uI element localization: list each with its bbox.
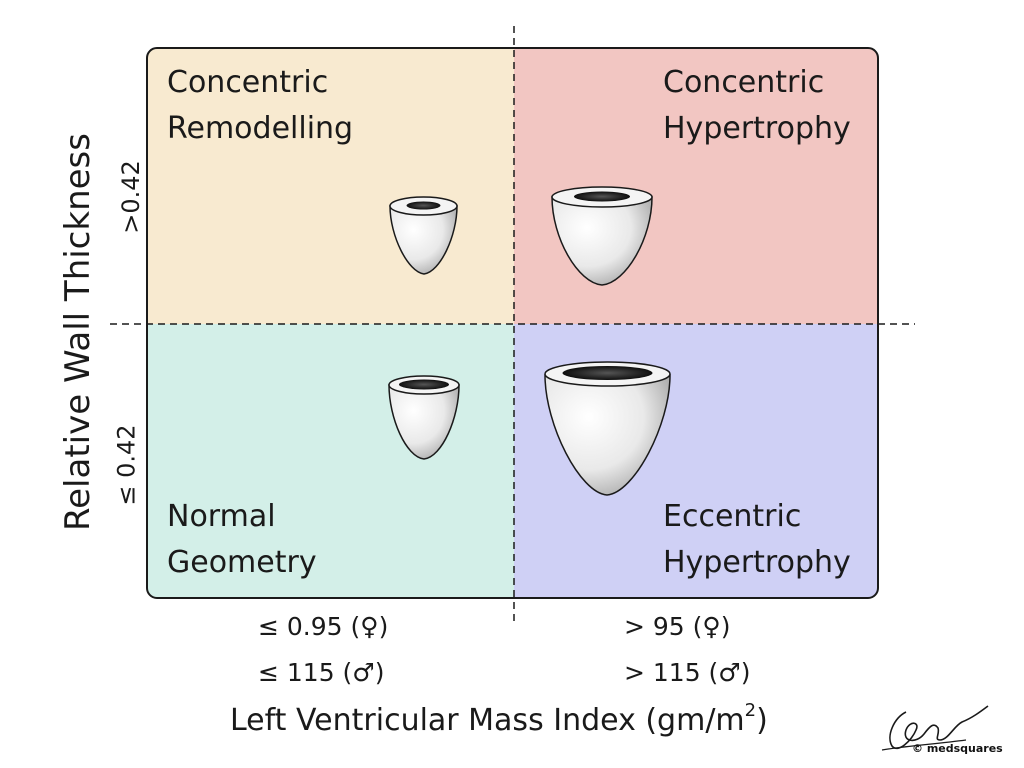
label-line: Concentric <box>663 65 825 100</box>
signature-logo-icon <box>881 705 989 751</box>
heart-concentric-hypertrophy-icon <box>551 186 653 286</box>
label-concentric-remodelling: Concentric Remodelling <box>167 60 353 152</box>
x-tick-low: ≤ 0.95 (♀) ≤ 115 (♂) <box>258 604 388 696</box>
label-line: Remodelling <box>167 111 354 146</box>
quadrant-concentric-remodelling <box>147 48 514 324</box>
quadrant-concentric-hypertrophy <box>514 48 878 324</box>
x-tick-male: > 115 (♂) <box>624 658 751 687</box>
heart-normal-geometry-icon <box>388 375 460 460</box>
x-axis-title: Left Ventricular Mass Index (gm/m2) <box>230 700 768 738</box>
x-tick-female: > 95 (♀) <box>624 612 731 641</box>
y-axis-title: Relative Wall Thickness <box>58 133 98 531</box>
x-axis-title-end: ) <box>756 703 768 738</box>
x-axis-title-superscript: 2 <box>744 700 757 721</box>
heart-concentric-remodelling-icon <box>389 196 458 275</box>
y-tick-high: >0.42 <box>116 160 145 234</box>
quadrant-normal-geometry <box>147 324 514 598</box>
credit-text: © medsquares <box>912 742 1003 755</box>
label-line: Hypertrophy <box>663 545 851 580</box>
x-tick-female: ≤ 0.95 (♀) <box>258 612 389 641</box>
label-eccentric-hypertrophy: Eccentric Hypertrophy <box>663 494 851 586</box>
quadrant-border <box>146 47 879 599</box>
label-line: Concentric <box>167 65 329 100</box>
heart-eccentric-hypertrophy-icon <box>544 361 671 496</box>
label-line: Eccentric <box>663 499 802 534</box>
label-line: Hypertrophy <box>663 111 851 146</box>
label-normal-geometry: Normal Geometry <box>167 494 317 586</box>
label-concentric-hypertrophy: Concentric Hypertrophy <box>663 60 851 152</box>
y-tick-low: ≤ 0.42 <box>112 424 141 506</box>
x-tick-male: ≤ 115 (♂) <box>258 658 385 687</box>
label-line: Geometry <box>167 545 317 580</box>
x-axis-title-main: Left Ventricular Mass Index (gm/m <box>230 703 745 738</box>
label-line: Normal <box>167 499 276 534</box>
x-tick-high: > 95 (♀) > 115 (♂) <box>624 604 750 696</box>
